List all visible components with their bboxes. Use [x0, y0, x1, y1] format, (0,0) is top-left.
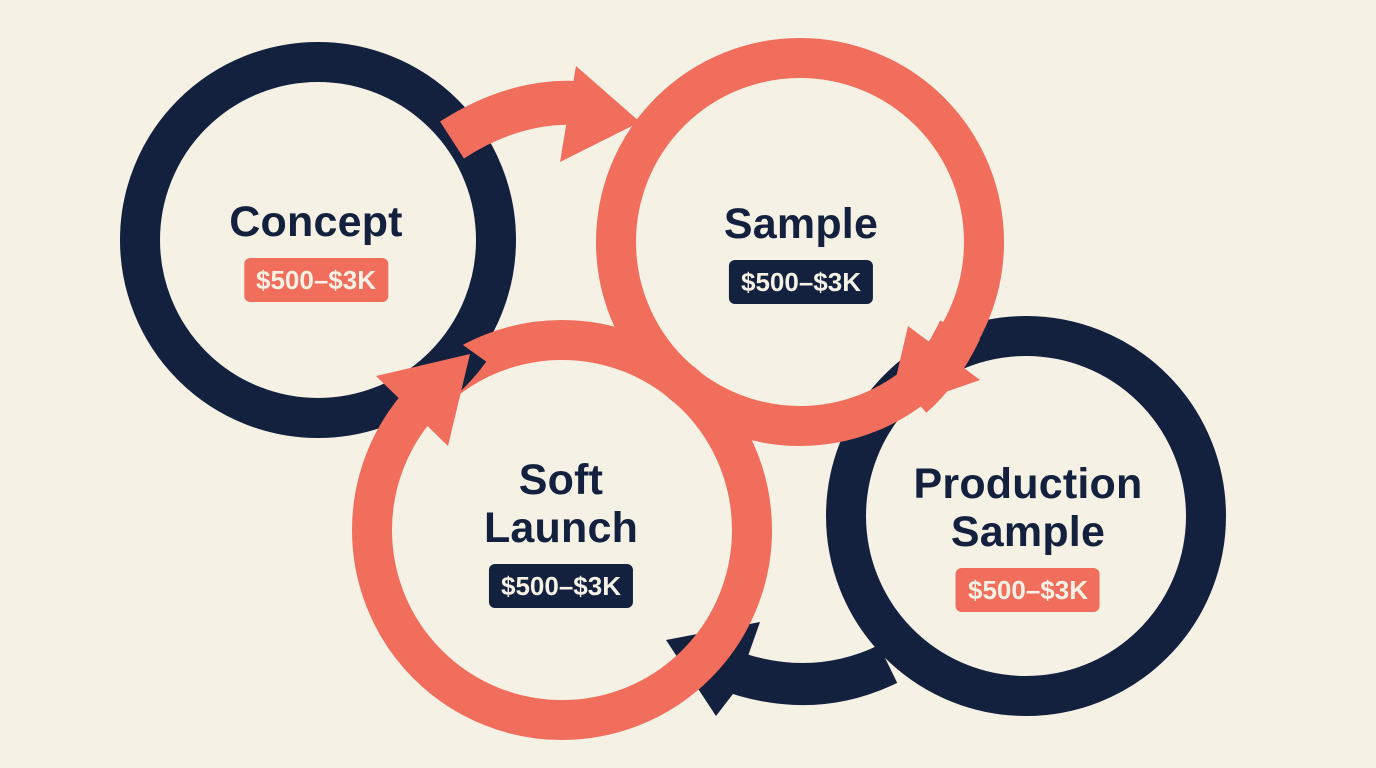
stage-title: Concept [229, 198, 403, 246]
concept-ring [120, 42, 516, 438]
cost-badge: $500–$3K [244, 258, 388, 302]
stage-sample: Sample $500–$3K [724, 200, 878, 304]
soft-launch-ring [352, 320, 772, 740]
cost-badge: $500–$3K [728, 260, 873, 304]
stage-production-sample: Production Sample $500–$3K [914, 460, 1143, 612]
stage-title: Production Sample [913, 460, 1143, 556]
stage-soft-launch: Soft Launch $500–$3K [484, 456, 638, 608]
stage-title: Sample [723, 200, 879, 248]
stage-concept: Concept $500–$3K [229, 198, 403, 302]
arrow-concept-to-sample-icon [440, 66, 640, 162]
arrow-sample-to-production-icon [888, 320, 980, 413]
cost-badge: $500–$3K [956, 568, 1100, 612]
production-sample-ring [826, 316, 1226, 716]
arrow-soft-launch-to-concept-icon [376, 354, 470, 446]
stage-title: Soft Launch [483, 456, 639, 552]
sample-ring [596, 38, 1004, 446]
cost-badge: $500–$3K [489, 564, 633, 608]
